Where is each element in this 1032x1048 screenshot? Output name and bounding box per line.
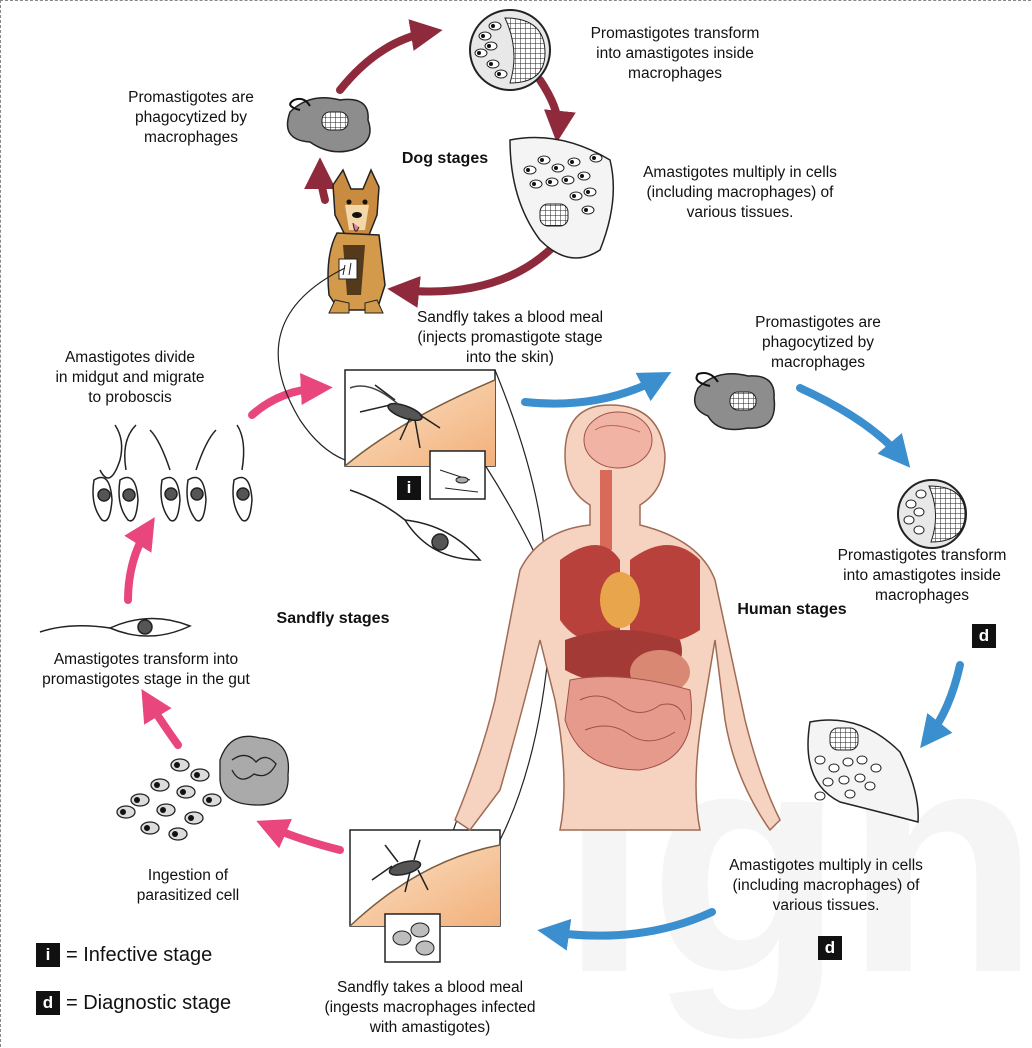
- parasitized-cell-cluster: [117, 736, 288, 840]
- legend-diagnostic: d = Diagnostic stage: [36, 991, 231, 1015]
- sandfly-divide-label: Amastigotes divide in midgut and migrate…: [30, 348, 230, 408]
- sandfly-stages-label: Sandfly stages: [258, 609, 408, 629]
- legend-diagnostic-badge: d: [36, 991, 60, 1015]
- sandfly-transform-label: Amastigotes transform into promastigotes…: [6, 650, 286, 690]
- diagnostic-stage-badge-transform: d: [972, 624, 996, 648]
- legend-infective-text: = Infective stage: [66, 944, 212, 967]
- dog-phagocytized-label: Promastigotes are phagocytized by macrop…: [96, 88, 286, 148]
- promastigote-horizontal: [40, 618, 190, 636]
- sandfly-inset-bottom: [350, 830, 500, 962]
- dog-transform-label: Promastigotes transform into amastigotes…: [555, 24, 795, 84]
- legend-infective-badge: i: [36, 943, 60, 967]
- infective-stage-badge: i: [397, 476, 421, 500]
- human-tissue-cell: [808, 720, 918, 822]
- dog-multiply-label: Amastigotes multiply in cells (including…: [620, 163, 860, 223]
- sandfly-ingestion-label: Ingestion of parasitized cell: [108, 866, 268, 906]
- dog-tissue-cell: [510, 138, 613, 259]
- dog-macrophage-phagocytized: [288, 98, 371, 152]
- human-macrophage-transform: [898, 480, 966, 548]
- human-phagocytized-label: Promastigotes are phagocytized by macrop…: [718, 313, 918, 373]
- human-transform-label: Promastigotes transform into amastigotes…: [812, 546, 1032, 606]
- dog-stages-label: Dog stages: [380, 149, 510, 169]
- diagnostic-stage-badge-multiply: d: [818, 936, 842, 960]
- legend-infective: i = Infective stage: [36, 943, 212, 967]
- dog-blood-meal-label: Sandfly takes a blood meal (injects prom…: [375, 308, 645, 368]
- human-multiply-label: Amastigotes multiply in cells (including…: [696, 856, 956, 916]
- dog-illustration: [328, 170, 385, 313]
- promastigotes-group: [93, 425, 252, 521]
- dog-macrophage-transform: [470, 10, 550, 90]
- human-stages-label: Human stages: [722, 600, 862, 620]
- legend-diagnostic-text: = Diagnostic stage: [66, 992, 231, 1015]
- promastigote-near-inset: [350, 490, 480, 560]
- human-blood-meal-label: Sandfly takes a blood meal (ingests macr…: [280, 978, 580, 1038]
- human-macrophage-phagocytized: [695, 373, 775, 430]
